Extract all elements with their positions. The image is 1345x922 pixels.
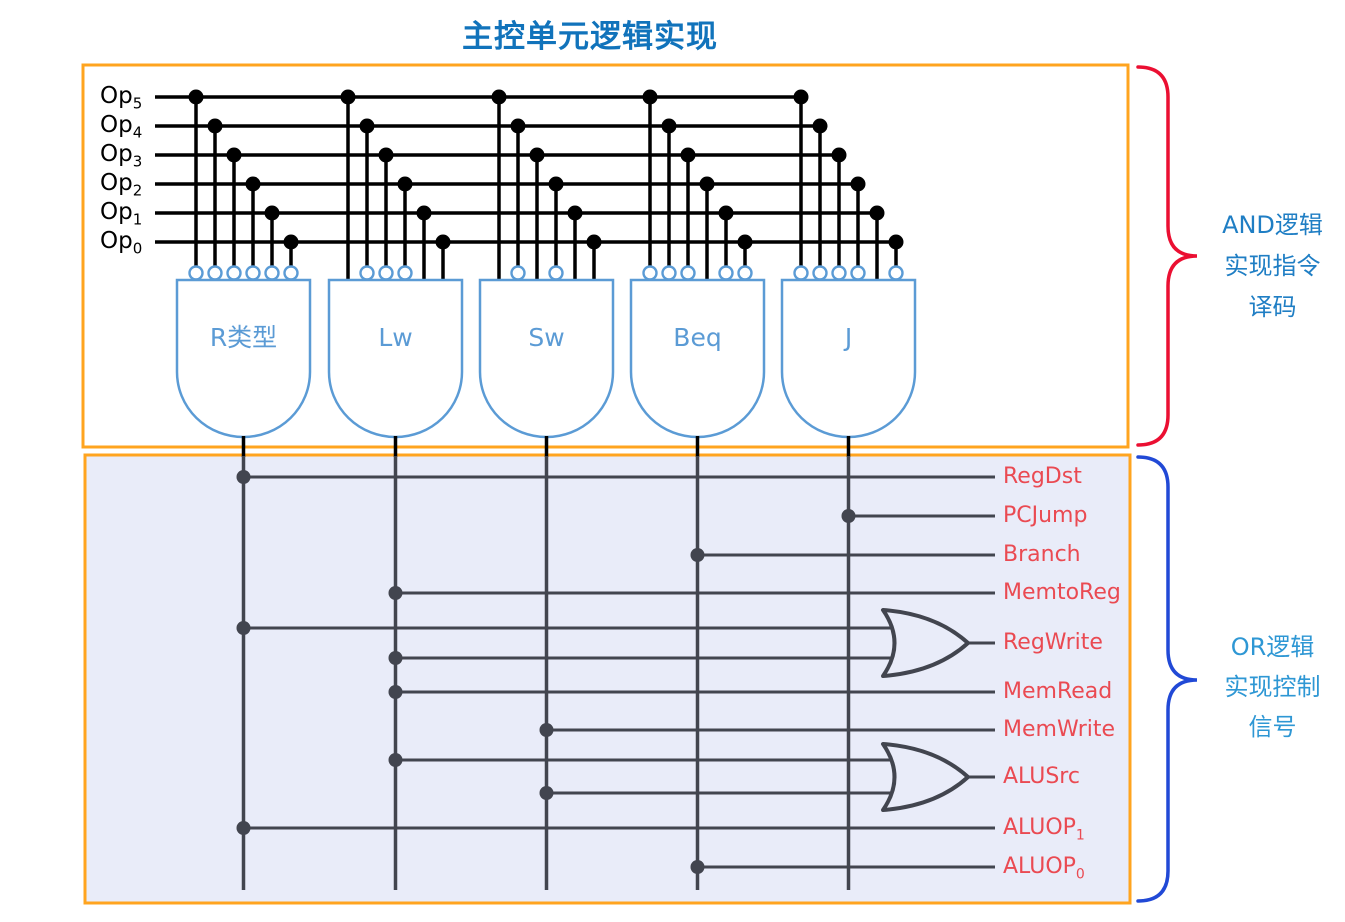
- op-input-label-1: Op1: [100, 199, 143, 229]
- op-input-label-5: Op5: [100, 83, 143, 113]
- and-section-brace: [1136, 65, 1198, 447]
- inverter-bubbles: [188, 265, 904, 281]
- gate-label-beq: Beq: [673, 323, 722, 352]
- and-gate-r-type: [175, 278, 312, 439]
- or-section-rails: [241, 456, 851, 890]
- control-signal-lines: [243, 475, 995, 869]
- signal-label-pcjump: PCJump: [1003, 503, 1088, 528]
- or-gate-alusrc: [881, 742, 970, 812]
- and-gate-lw: [327, 278, 464, 439]
- page-title: 主控单元逻辑实现: [462, 19, 718, 55]
- and-gate-bodies: [175, 278, 917, 439]
- or-section-junction-dots: [236, 470, 856, 874]
- or-gate-regwrite: [881, 608, 970, 678]
- and-gate-j: [780, 278, 917, 439]
- gate-output-stubs: [241, 436, 851, 457]
- signal-label-branch: Branch: [1003, 542, 1081, 567]
- gate-label-sw: Sw: [528, 323, 565, 352]
- gate-label-lw: Lw: [378, 323, 413, 352]
- signal-label-regwrite: RegWrite: [1003, 630, 1103, 655]
- and-gate-beq: [629, 278, 766, 439]
- signal-label-alusrc: ALUSrc: [1003, 764, 1080, 789]
- signal-label-memtoreg: MemtoReg: [1003, 580, 1121, 605]
- or-section-annotation: OR逻辑 实现控制 信号: [1224, 633, 1321, 741]
- op-input-label-3: Op3: [100, 141, 143, 171]
- signal-label-memread: MemRead: [1003, 679, 1113, 704]
- signal-label-regdst: RegDst: [1003, 464, 1082, 489]
- op-input-label-0: Op0: [100, 228, 143, 258]
- op-input-label-4: Op4: [100, 112, 143, 142]
- or-section-brace: [1136, 455, 1198, 903]
- signal-label-aluop1: ALUOP1: [1003, 815, 1085, 844]
- or-gates: [881, 608, 970, 812]
- signal-label-memwrite: MemWrite: [1003, 717, 1116, 742]
- gate-label-r-type: R类型: [209, 323, 278, 352]
- signal-label-aluop0: ALUOP0: [1003, 854, 1085, 883]
- op-connection-dots: [188, 89, 904, 250]
- and-gate-sw: [478, 278, 615, 439]
- and-section-annotation: AND逻辑 实现指令 译码: [1222, 211, 1323, 321]
- op-input-label-2: Op2: [100, 170, 143, 200]
- gate-label-j: J: [844, 323, 853, 352]
